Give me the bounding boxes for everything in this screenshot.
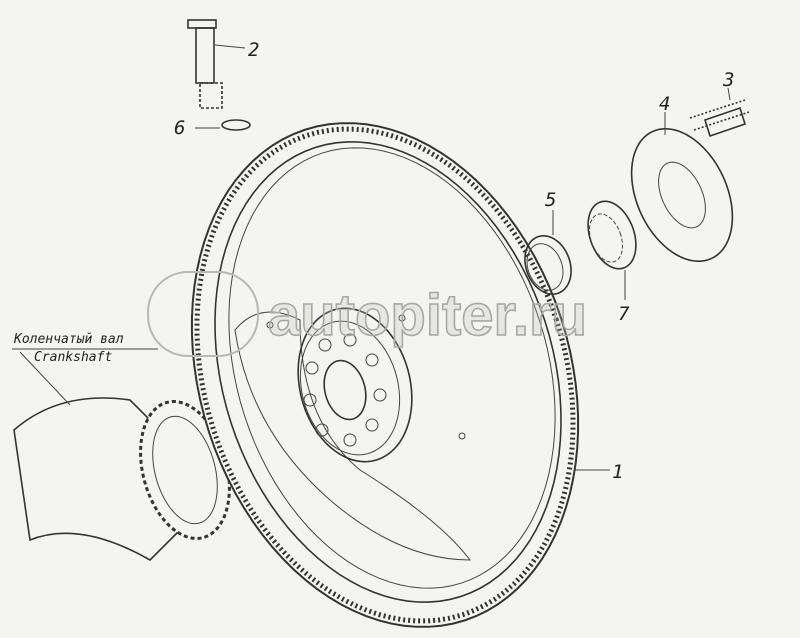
callout-7: 7 <box>618 303 630 325</box>
crankshaft-label-ru: Коленчатый вал <box>13 332 124 347</box>
crankshaft-part <box>13 351 231 561</box>
crankshaft-label-en: Crankshaft <box>34 350 112 365</box>
lock-plate-part-4 <box>630 112 734 263</box>
bearing-part-7 <box>587 200 637 300</box>
callout-5: 5 <box>545 189 556 211</box>
watermark: autopiter.ru <box>147 271 588 357</box>
callout-6: 6 <box>174 117 185 139</box>
sensor-part-2 <box>187 19 246 109</box>
seal-ring-part-6 <box>221 119 251 131</box>
flywheel-part-1 <box>190 122 580 628</box>
callout-2: 2 <box>248 39 259 61</box>
bolt-part-3 <box>689 87 750 138</box>
callout-1: 1 <box>612 461 623 483</box>
watermark-text: autopiter.ru <box>268 283 587 348</box>
callout-4: 4 <box>659 93 670 115</box>
callout-3: 3 <box>722 69 734 91</box>
ring-part-5 <box>524 210 572 295</box>
